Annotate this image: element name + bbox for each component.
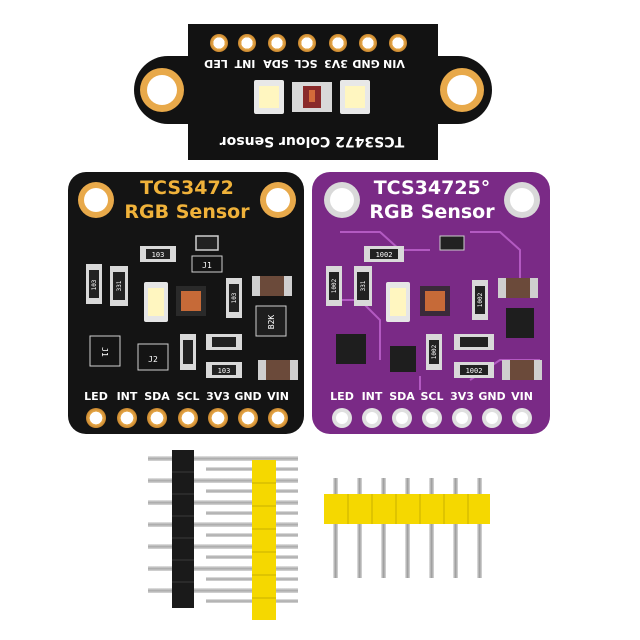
long-pin-label: SCL (294, 57, 317, 70)
svg-text:1002: 1002 (477, 292, 484, 307)
pin-label: VIN (267, 390, 289, 403)
pin-label: SCL (420, 390, 443, 403)
pin-label: SDA (389, 390, 415, 403)
svg-text:103: 103 (218, 367, 231, 375)
pin-label: INT (362, 390, 383, 403)
svg-text:331: 331 (360, 280, 367, 291)
svg-text:1002: 1002 (331, 278, 338, 293)
svg-text:J1: J1 (202, 261, 212, 270)
purple-board-pin-pads (332, 408, 532, 428)
svg-text:1002: 1002 (431, 344, 438, 359)
long-pin-label: LED (204, 57, 228, 70)
pin-label: GND (478, 390, 505, 403)
pin-label: GND (234, 390, 261, 403)
purple-board-subtitle: RGB Sensor (369, 201, 495, 223)
black-board-title: TCS3472 (140, 177, 234, 199)
long-board-pin-labels: VIN GND 3V3 SCL SDA INT LED (204, 57, 405, 70)
purple-tcs34725-board: TCS34725° RGB Sensor 1002 1002 331 (312, 172, 550, 434)
black-board-pin-pads (86, 408, 288, 428)
pin-label: INT (117, 390, 138, 403)
pin-label: 3V3 (206, 390, 230, 403)
svg-text:1002: 1002 (376, 251, 393, 259)
svg-text:J1: J1 (100, 347, 109, 357)
pin-label: VIN (511, 390, 533, 403)
svg-text:103: 103 (91, 279, 98, 290)
svg-text:J2: J2 (148, 355, 158, 364)
long-board-caption: TCS3472 Colour Sensor (220, 133, 405, 149)
black-header-strip (172, 450, 194, 608)
purple-board-components: 1002 1002 331 1002 1002 (326, 235, 542, 380)
yellow-right-angle-strip (324, 494, 490, 524)
long-pin-label: GND (352, 57, 379, 70)
long-pin-label: INT (234, 57, 255, 70)
long-sensor-board: VIN GND 3V3 SCL SDA INT LED TCS3472 Colo… (134, 24, 492, 160)
purple-board-pin-labels: LED INT SDA SCL 3V3 GND VIN (330, 390, 533, 403)
pin-label: LED (330, 390, 354, 403)
svg-text:B2K: B2K (267, 315, 276, 330)
pin-label: SDA (144, 390, 170, 403)
long-pin-label: 3V3 (324, 57, 348, 70)
svg-text:103: 103 (152, 251, 165, 259)
pin-label: 3V3 (450, 390, 474, 403)
black-board-components: 103 103 331 J1 103 B2K J1 (86, 235, 298, 380)
svg-text:103: 103 (231, 292, 238, 303)
long-pin-label: VIN (383, 57, 405, 70)
black-board-pin-labels: LED INT SDA SCL 3V3 GND VIN (84, 390, 289, 403)
long-board-pin-pads (210, 34, 407, 52)
vertical-pin-headers (148, 450, 298, 620)
right-angle-pin-header (324, 478, 490, 578)
black-board-subtitle: RGB Sensor (124, 201, 250, 223)
pin-label: LED (84, 390, 108, 403)
svg-text:1002: 1002 (466, 367, 483, 375)
black-tcs3472-board: TCS3472 RGB Sensor 103 103 331 J1 103 (68, 172, 304, 434)
long-pin-label: SDA (263, 57, 289, 70)
yellow-header-strip (252, 460, 276, 620)
pin-label: SCL (176, 390, 199, 403)
svg-text:331: 331 (116, 280, 123, 291)
purple-board-title: TCS34725° (374, 177, 491, 199)
